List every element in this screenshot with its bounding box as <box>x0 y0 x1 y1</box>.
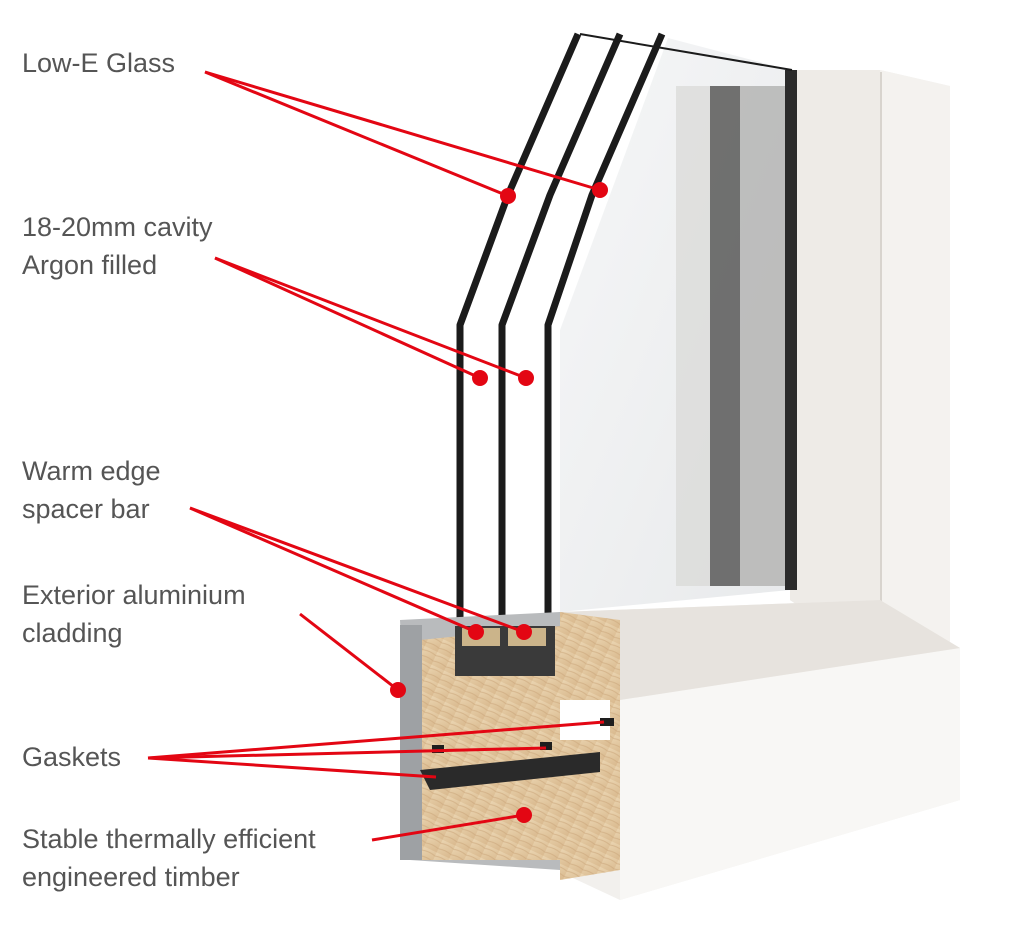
callout-gaskets: Gaskets <box>22 738 121 776</box>
leader-line-gaskets-1 <box>147 720 605 760</box>
leader-line-gaskets-2 <box>147 746 547 760</box>
callout-cavity-line-1: 18-20mm cavity <box>22 212 213 242</box>
leader-line-cladding-1 <box>299 612 399 692</box>
timber-dot <box>516 807 532 823</box>
leader-line-spacer-1 <box>189 506 477 634</box>
callout-cladding: Exterior aluminium cladding <box>22 576 246 652</box>
leader-line-gaskets-3 <box>147 756 437 779</box>
pane-edges <box>456 32 793 620</box>
sash-section <box>400 612 620 880</box>
callout-cavity-line-2: Argon filled <box>22 250 158 280</box>
leader-line-low-e-1 <box>204 70 509 198</box>
leader-line-low-e-2 <box>204 70 601 192</box>
callout-cladding-line-2: cladding <box>22 618 123 648</box>
cladding-dot <box>390 682 406 698</box>
callout-gaskets-line-1: Gaskets <box>22 742 122 772</box>
callout-cladding-line-1: Exterior aluminium <box>22 580 246 610</box>
leader-lines <box>147 70 605 842</box>
leader-line-cavity-2 <box>214 256 527 380</box>
cavity-dot-2 <box>518 370 534 386</box>
glass-panes <box>560 38 797 612</box>
leader-line-spacer-2 <box>189 506 525 634</box>
leader-line-timber-1 <box>371 813 525 842</box>
callout-low-e-glass-line-1: Low-E Glass <box>22 48 176 78</box>
callout-timber-line-1: Stable thermally efficient <box>22 824 316 854</box>
outer-frame <box>560 70 960 900</box>
callout-low-e-glass: Low-E Glass <box>22 44 175 82</box>
low-e-dot-1 <box>500 188 516 204</box>
leader-line-cavity-1 <box>214 256 481 380</box>
leader-dots <box>390 182 608 823</box>
callout-spacer-line-2: spacer bar <box>22 494 150 524</box>
callout-spacer-line-1: Warm edge <box>22 456 161 486</box>
spacer-dot-1 <box>468 624 484 640</box>
low-e-dot-2 <box>592 182 608 198</box>
callout-spacer: Warm edge spacer bar <box>22 452 161 528</box>
callout-cavity: 18-20mm cavity Argon filled <box>22 208 213 284</box>
spacer-dot-2 <box>516 624 532 640</box>
callout-timber: Stable thermally efficient engineered ti… <box>22 820 316 896</box>
callout-timber-line-2: engineered timber <box>22 862 240 892</box>
cavity-dot-1 <box>472 370 488 386</box>
